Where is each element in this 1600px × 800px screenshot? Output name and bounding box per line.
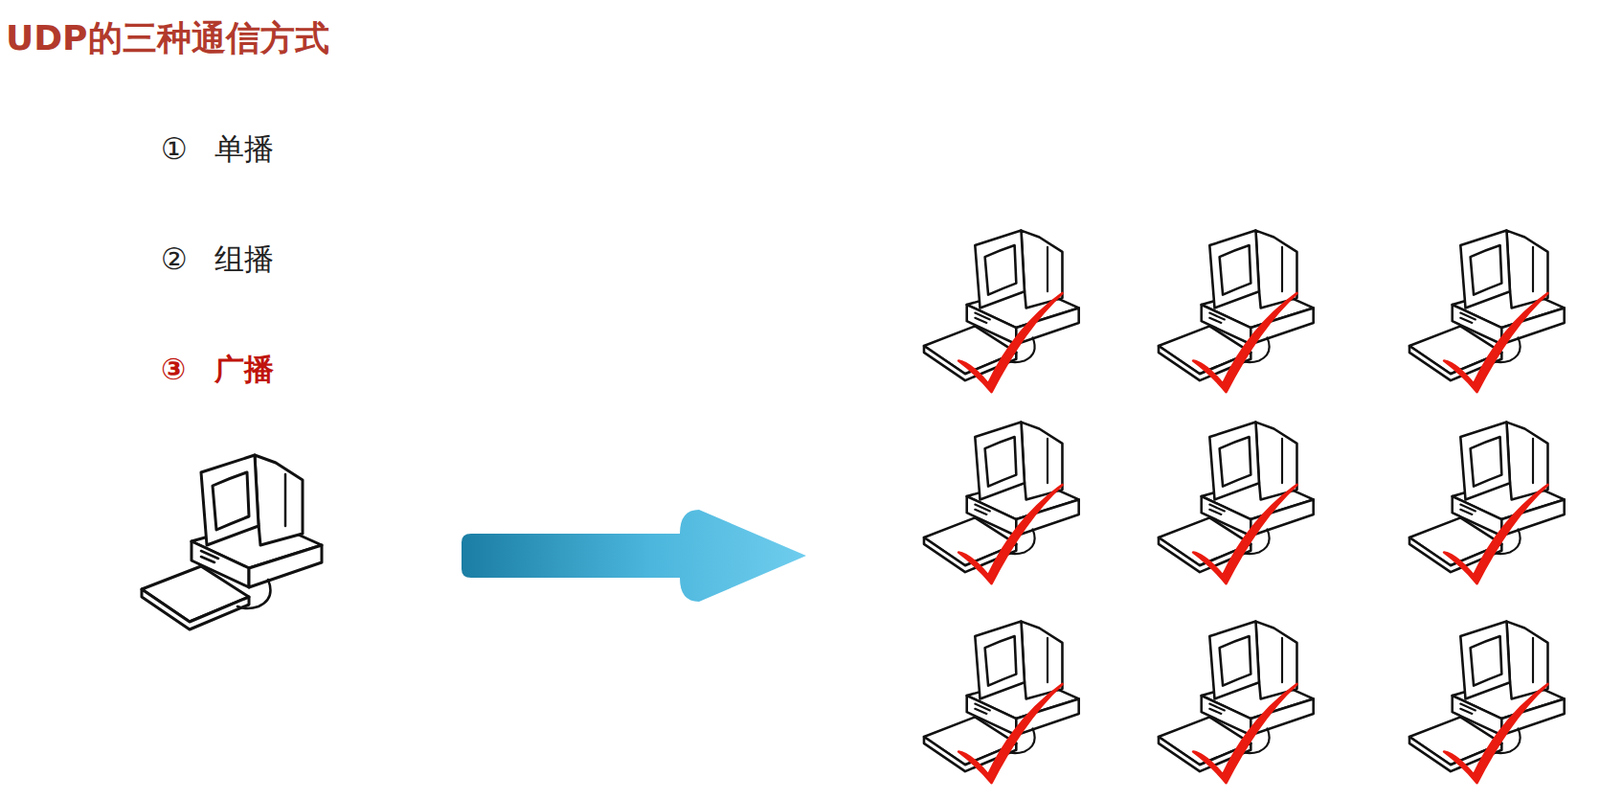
computer-icon <box>1409 422 1565 585</box>
computer-outline <box>1209 422 1260 500</box>
computer-detail <box>201 473 286 609</box>
computer-outline <box>974 230 1025 309</box>
computer-icon <box>1158 230 1314 393</box>
computer-outline <box>985 245 1017 295</box>
computer-icon <box>1158 621 1314 784</box>
computer-outline <box>254 454 303 545</box>
computer-outline <box>967 495 1017 536</box>
computer-outline <box>1470 436 1503 487</box>
computer-outline <box>985 436 1017 487</box>
computer-icon <box>1409 621 1565 784</box>
broadcast-arrow <box>461 509 807 602</box>
computer-outline <box>1219 635 1252 686</box>
computer-outline <box>1219 436 1252 487</box>
computer-outline <box>1452 495 1503 536</box>
computer-outline <box>201 454 259 545</box>
computer-outline <box>1452 304 1503 344</box>
computer-outline <box>1201 695 1252 735</box>
computer-icon <box>923 422 1080 585</box>
item-label: 组播 <box>214 241 274 277</box>
item-number: ① <box>160 131 188 167</box>
item-label: 广播 <box>214 351 274 387</box>
check-mark <box>958 292 1062 392</box>
item-label: 单播 <box>214 131 274 167</box>
computer-outline <box>191 540 249 587</box>
item-number: ② <box>160 241 188 277</box>
computer-outline <box>1460 621 1510 699</box>
computer-outline <box>1452 695 1503 735</box>
computer-icon <box>1158 422 1314 585</box>
computer-outline <box>967 304 1017 344</box>
computer-icon <box>1409 230 1565 393</box>
computer-outline <box>1209 230 1260 309</box>
slide-title: UDP的三种通信方式 <box>5 17 330 59</box>
computer-outline <box>1201 304 1252 344</box>
computer-outline <box>985 635 1017 686</box>
computer-outline <box>974 422 1025 500</box>
check-mark <box>1193 683 1297 783</box>
computer-outline <box>1209 621 1260 699</box>
check-mark <box>1193 484 1297 584</box>
computer-outline <box>974 621 1025 699</box>
computer-outline <box>1460 230 1510 309</box>
computer-icon <box>923 621 1080 784</box>
computer-outline <box>967 695 1017 735</box>
computer-icon <box>141 454 322 630</box>
check-mark <box>958 683 1062 783</box>
computer-outline <box>1470 245 1503 295</box>
computer-outline <box>1470 635 1503 686</box>
check-mark <box>1443 683 1548 783</box>
computer-outline <box>248 544 322 587</box>
check-mark <box>1443 292 1548 392</box>
computer-outline <box>212 472 249 530</box>
computer-outline <box>1201 495 1252 536</box>
check-mark <box>958 484 1062 584</box>
check-mark <box>1193 292 1297 392</box>
item-number: ③ <box>160 351 186 387</box>
computer-outline <box>1460 422 1510 500</box>
computer-outline <box>1219 245 1252 295</box>
check-mark <box>1443 484 1548 584</box>
computer-icon <box>923 230 1080 393</box>
computer-icons <box>141 230 1565 784</box>
computer-outline <box>141 588 249 630</box>
